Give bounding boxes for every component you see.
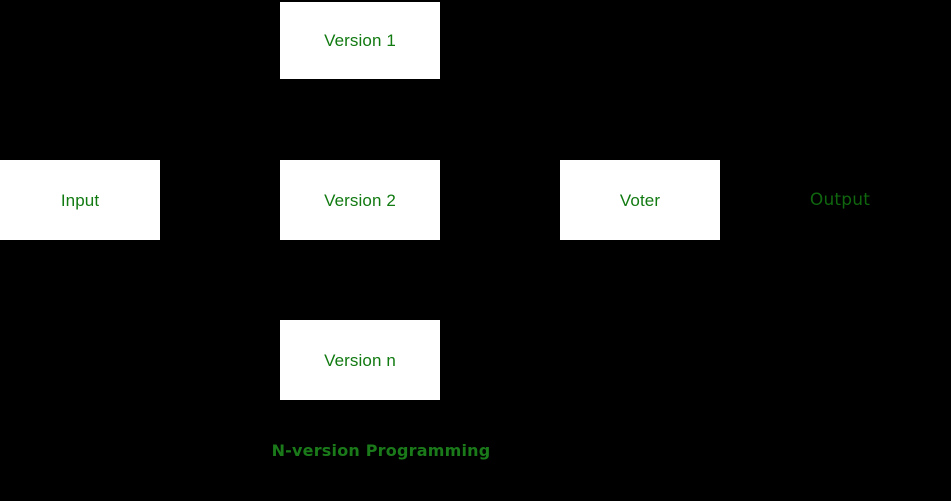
diagram-caption: N-version Programming [0, 443, 762, 461]
diagram-caption-text: N-version Programming [271, 441, 491, 460]
node-version-1[interactable]: Version 1 [280, 2, 440, 79]
node-version-2-label: Version 2 [324, 190, 396, 210]
node-input-label: Input [60, 190, 100, 210]
node-output: Output [760, 160, 920, 240]
node-version-1-label: Version 1 [324, 31, 396, 50]
node-voter[interactable]: Voter [560, 160, 720, 240]
node-version-n-label: Version n [324, 350, 396, 370]
node-input[interactable]: Input [0, 160, 160, 240]
node-version-n[interactable]: Version n [280, 320, 440, 400]
node-voter-label: Voter [619, 190, 661, 210]
node-output-label: Output [809, 189, 871, 210]
node-version-2[interactable]: Version 2 [280, 160, 440, 240]
